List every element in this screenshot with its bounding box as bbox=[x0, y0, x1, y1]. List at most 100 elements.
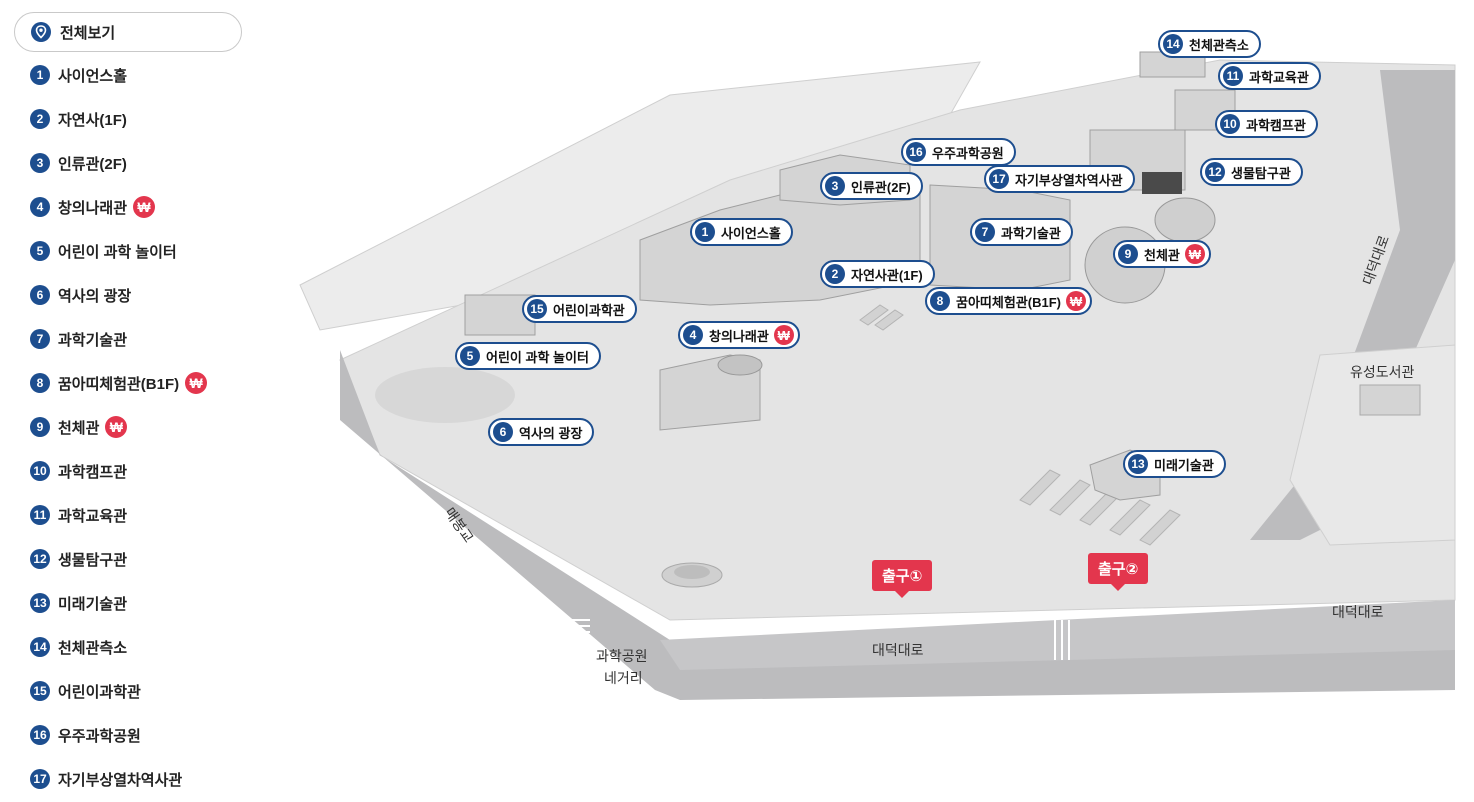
paid-won-icon: ₩ bbox=[105, 416, 128, 438]
map-label-text: 어린이과학관 bbox=[553, 302, 625, 318]
number-badge: 5 bbox=[30, 241, 50, 261]
map-label-3[interactable]: 3 인류관(2F) bbox=[820, 172, 923, 200]
road-label-intersection-1: 과학공원 bbox=[596, 648, 648, 664]
number-badge: 6 bbox=[30, 285, 50, 305]
map-label-text: 과학기술관 bbox=[1001, 225, 1061, 241]
paid-won-icon: ₩ bbox=[133, 196, 156, 218]
number-badge: 4 bbox=[30, 197, 50, 217]
number-badge: 11 bbox=[30, 505, 50, 525]
number-badge: 2 bbox=[825, 264, 845, 284]
number-badge: 16 bbox=[906, 142, 926, 162]
map-label-text: 과학교육관 bbox=[1249, 69, 1309, 85]
sidebar-item-label: 자연사(1F) bbox=[58, 111, 127, 129]
paid-won-icon: ₩ bbox=[1184, 244, 1205, 264]
map-label-text: 자연사관(1F) bbox=[851, 267, 923, 283]
sidebar-item-label: 미래기술관 bbox=[58, 595, 128, 613]
number-badge: 15 bbox=[30, 681, 50, 701]
number-badge: 17 bbox=[30, 769, 50, 789]
sidebar-item-1[interactable]: 1 사이언스홀 bbox=[30, 63, 127, 87]
number-badge: 14 bbox=[1163, 34, 1183, 54]
sidebar-item-4[interactable]: 4 창의나래관 ₩ bbox=[30, 195, 156, 219]
number-badge: 12 bbox=[1205, 162, 1225, 182]
road-label-library: 유성도서관 bbox=[1350, 364, 1415, 380]
exit-2-marker[interactable]: 출구② bbox=[1088, 553, 1149, 591]
number-badge: 1 bbox=[30, 65, 50, 85]
number-badge: 9 bbox=[1118, 244, 1138, 264]
sidebar-item-17[interactable]: 17 자기부상열차역사관 bbox=[30, 767, 182, 791]
number-badge: 16 bbox=[30, 725, 50, 745]
view-all-button[interactable]: 전체보기 bbox=[14, 12, 242, 52]
number-badge: 10 bbox=[1220, 114, 1240, 134]
sidebar-item-label: 역사의 광장 bbox=[58, 287, 132, 305]
map-label-2[interactable]: 2 자연사관(1F) bbox=[820, 260, 935, 288]
map-label-12[interactable]: 12 생물탐구관 bbox=[1200, 158, 1303, 186]
map-label-text: 우주과학공원 bbox=[932, 145, 1004, 161]
sidebar-item-label: 사이언스홀 bbox=[58, 67, 128, 85]
exit-1-marker[interactable]: 출구① bbox=[872, 560, 933, 598]
sidebar-item-label: 창의나래관 bbox=[58, 199, 128, 217]
number-badge: 1 bbox=[695, 222, 715, 242]
sidebar-item-label: 생물탐구관 bbox=[58, 551, 128, 569]
sidebar-item-label: 과학교육관 bbox=[58, 507, 128, 525]
road-label-daedeok-right: 대덕대로 bbox=[1332, 604, 1384, 620]
sidebar-item-label: 천체관 bbox=[58, 419, 100, 437]
map-label-text: 역사의 광장 bbox=[519, 425, 583, 441]
sidebar-item-label: 자기부상열차역사관 bbox=[58, 771, 183, 789]
map-label-text: 천체관측소 bbox=[1189, 37, 1249, 53]
sidebar-item-6[interactable]: 6 역사의 광장 bbox=[30, 283, 131, 307]
road-label-daedeok-bottom: 대덕대로 bbox=[872, 642, 924, 658]
sidebar-item-label: 어린이 과학 놀이터 bbox=[58, 243, 177, 261]
sidebar-item-16[interactable]: 16 우주과학공원 bbox=[30, 723, 141, 747]
number-badge: 2 bbox=[30, 109, 50, 129]
sidebar-item-5[interactable]: 5 어린이 과학 놀이터 bbox=[30, 239, 177, 263]
sidebar-item-label: 어린이과학관 bbox=[58, 683, 141, 701]
paid-won-icon: ₩ bbox=[1065, 291, 1086, 311]
sidebar-item-label: 우주과학공원 bbox=[58, 727, 141, 745]
map-label-11[interactable]: 11 과학교육관 bbox=[1218, 62, 1321, 90]
sidebar-item-label: 인류관(2F) bbox=[58, 155, 127, 173]
sidebar-item-15[interactable]: 15 어린이과학관 bbox=[30, 679, 141, 703]
number-badge: 7 bbox=[30, 329, 50, 349]
map-label-17[interactable]: 17 자기부상열차역사관 bbox=[984, 165, 1135, 193]
view-all-label: 전체보기 bbox=[60, 24, 116, 42]
number-badge: 11 bbox=[1223, 66, 1243, 86]
number-badge: 3 bbox=[825, 176, 845, 196]
map-label-16[interactable]: 16 우주과학공원 bbox=[901, 138, 1016, 166]
number-badge: 7 bbox=[975, 222, 995, 242]
number-badge: 8 bbox=[30, 373, 50, 393]
number-badge: 17 bbox=[989, 169, 1009, 189]
sidebar-item-2[interactable]: 2 자연사(1F) bbox=[30, 107, 127, 131]
number-badge: 10 bbox=[30, 461, 50, 481]
sidebar-item-8[interactable]: 8 꿈아띠체험관(B1F) ₩ bbox=[30, 371, 208, 395]
paid-won-icon: ₩ bbox=[773, 325, 794, 345]
sidebar-item-label: 천체관측소 bbox=[58, 639, 128, 657]
number-badge: 8 bbox=[930, 291, 950, 311]
map-label-text: 생물탐구관 bbox=[1231, 165, 1291, 181]
paid-won-icon: ₩ bbox=[185, 372, 208, 394]
number-badge: 15 bbox=[527, 299, 547, 319]
sidebar-item-label: 꿈아띠체험관(B1F) bbox=[58, 375, 180, 393]
map-label-text: 인류관(2F) bbox=[851, 179, 911, 195]
map-label-14[interactable]: 14 천체관측소 bbox=[1158, 30, 1261, 58]
sidebar-item-11[interactable]: 11 과학교육관 bbox=[30, 503, 127, 527]
map-label-7[interactable]: 7 과학기술관 bbox=[970, 218, 1073, 246]
map-label-text: 자기부상열차역사관 bbox=[1015, 172, 1123, 188]
map-label-15[interactable]: 15 어린이과학관 bbox=[522, 295, 637, 323]
